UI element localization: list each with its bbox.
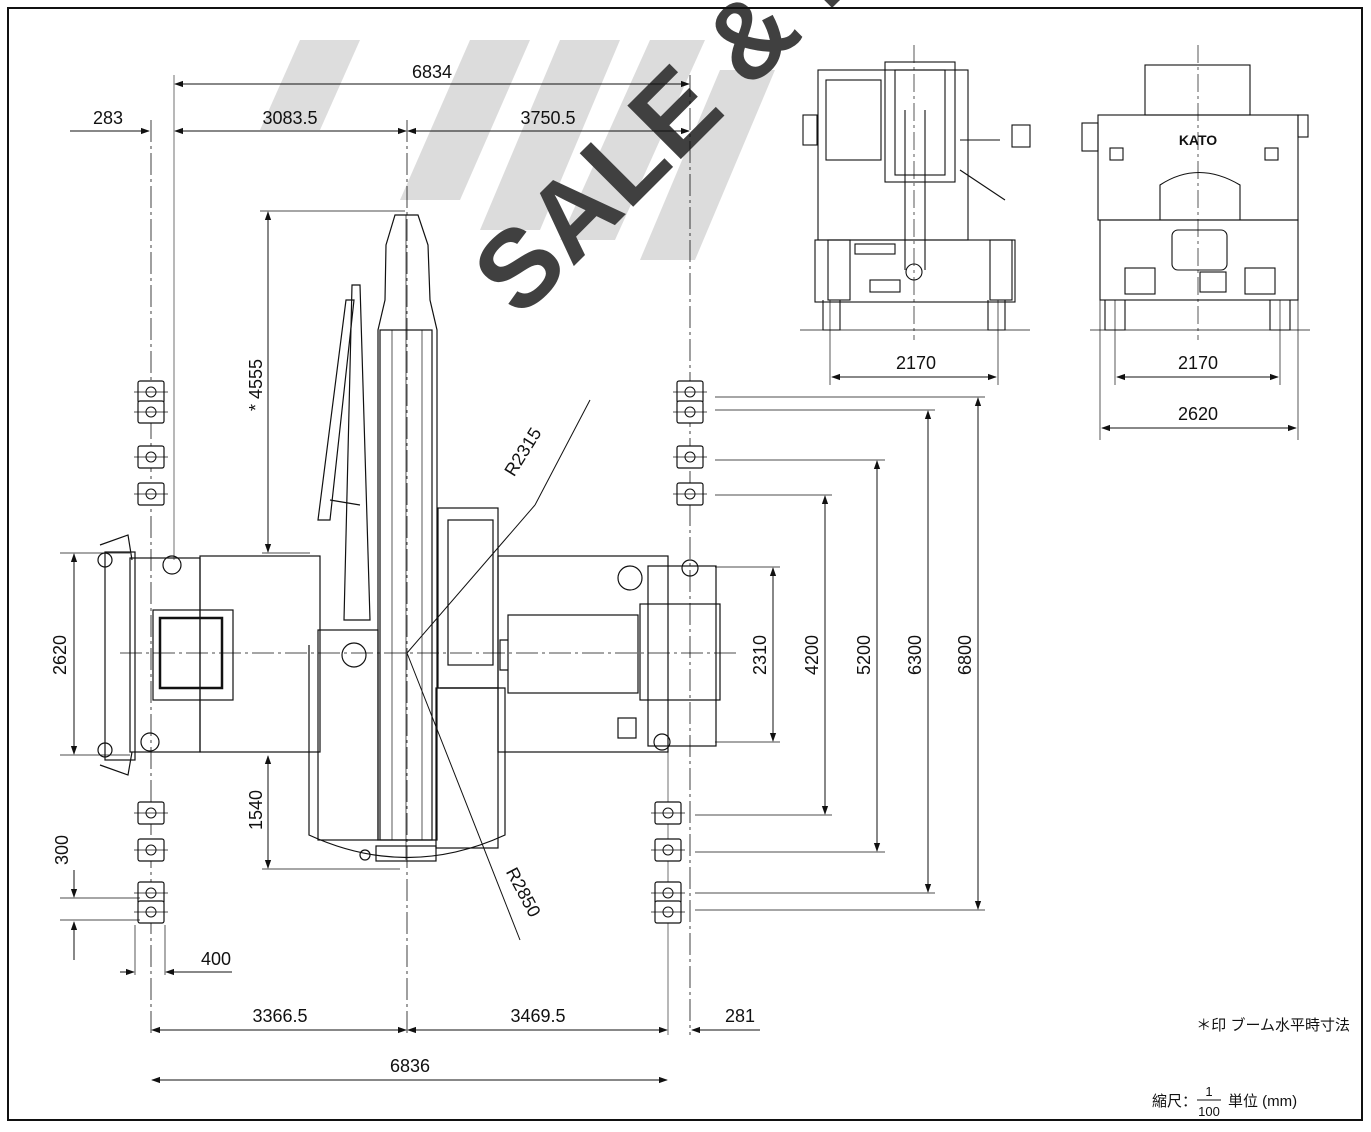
front-brand-plate: KATO	[1179, 132, 1217, 148]
outrigger-span-4: 6800	[955, 635, 975, 675]
scale-note: 縮尺： 1 100 単位 (mm)	[1152, 1084, 1297, 1119]
outrigger-span-3: 6300	[905, 635, 925, 675]
outrigger-pads	[133, 380, 708, 924]
unit-label: 単位 (mm)	[1228, 1093, 1297, 1110]
dim-right-width: 2310	[750, 635, 770, 675]
dim-pad: 400	[201, 949, 231, 969]
dim-right-bottom: 3469.5	[510, 1006, 565, 1026]
dim-left-bottom: 3366.5	[252, 1006, 307, 1026]
dim-right-offset-bottom: 281	[725, 1006, 755, 1026]
asterisk-note: ＊印 ブーム水平時寸法	[1196, 1016, 1350, 1034]
scale-denominator: 100	[1198, 1104, 1220, 1119]
extension-lines	[60, 210, 985, 975]
dim-step: 300	[52, 835, 72, 865]
scale-numerator: 1	[1205, 1084, 1212, 1099]
dim-overall-top: 6834	[412, 62, 452, 82]
drawing-frame	[7, 7, 1363, 1121]
outrigger-span-1: 4200	[802, 635, 822, 675]
dim-tail: 1540	[246, 790, 266, 830]
outrigger-span-2: 5200	[854, 635, 874, 675]
dim-left-top: 3083.5	[262, 108, 317, 128]
rear-track-width: 2170	[896, 353, 936, 373]
dimension-lines	[70, 80, 982, 1084]
front-view	[1081, 45, 1310, 440]
top-view	[97, 75, 740, 1035]
front-overall-width: 2620	[1178, 404, 1218, 424]
dim-boom-height: * 4555	[246, 359, 266, 411]
front-track-width: 2170	[1178, 353, 1218, 373]
dim-overall-bottom: 6836	[390, 1056, 430, 1076]
dim-left-offset-top: 283	[93, 108, 123, 128]
radius-front: R2315	[500, 424, 545, 480]
scale-label: 縮尺：	[1152, 1093, 1197, 1110]
dim-carrier-width: 2620	[50, 635, 70, 675]
rear-view	[800, 45, 1031, 385]
watermark-text: SALE & RENTAL	[450, 0, 1153, 337]
dim-right-top: 3750.5	[520, 108, 575, 128]
watermark-logo: SALE & RENTAL	[260, 0, 1153, 337]
